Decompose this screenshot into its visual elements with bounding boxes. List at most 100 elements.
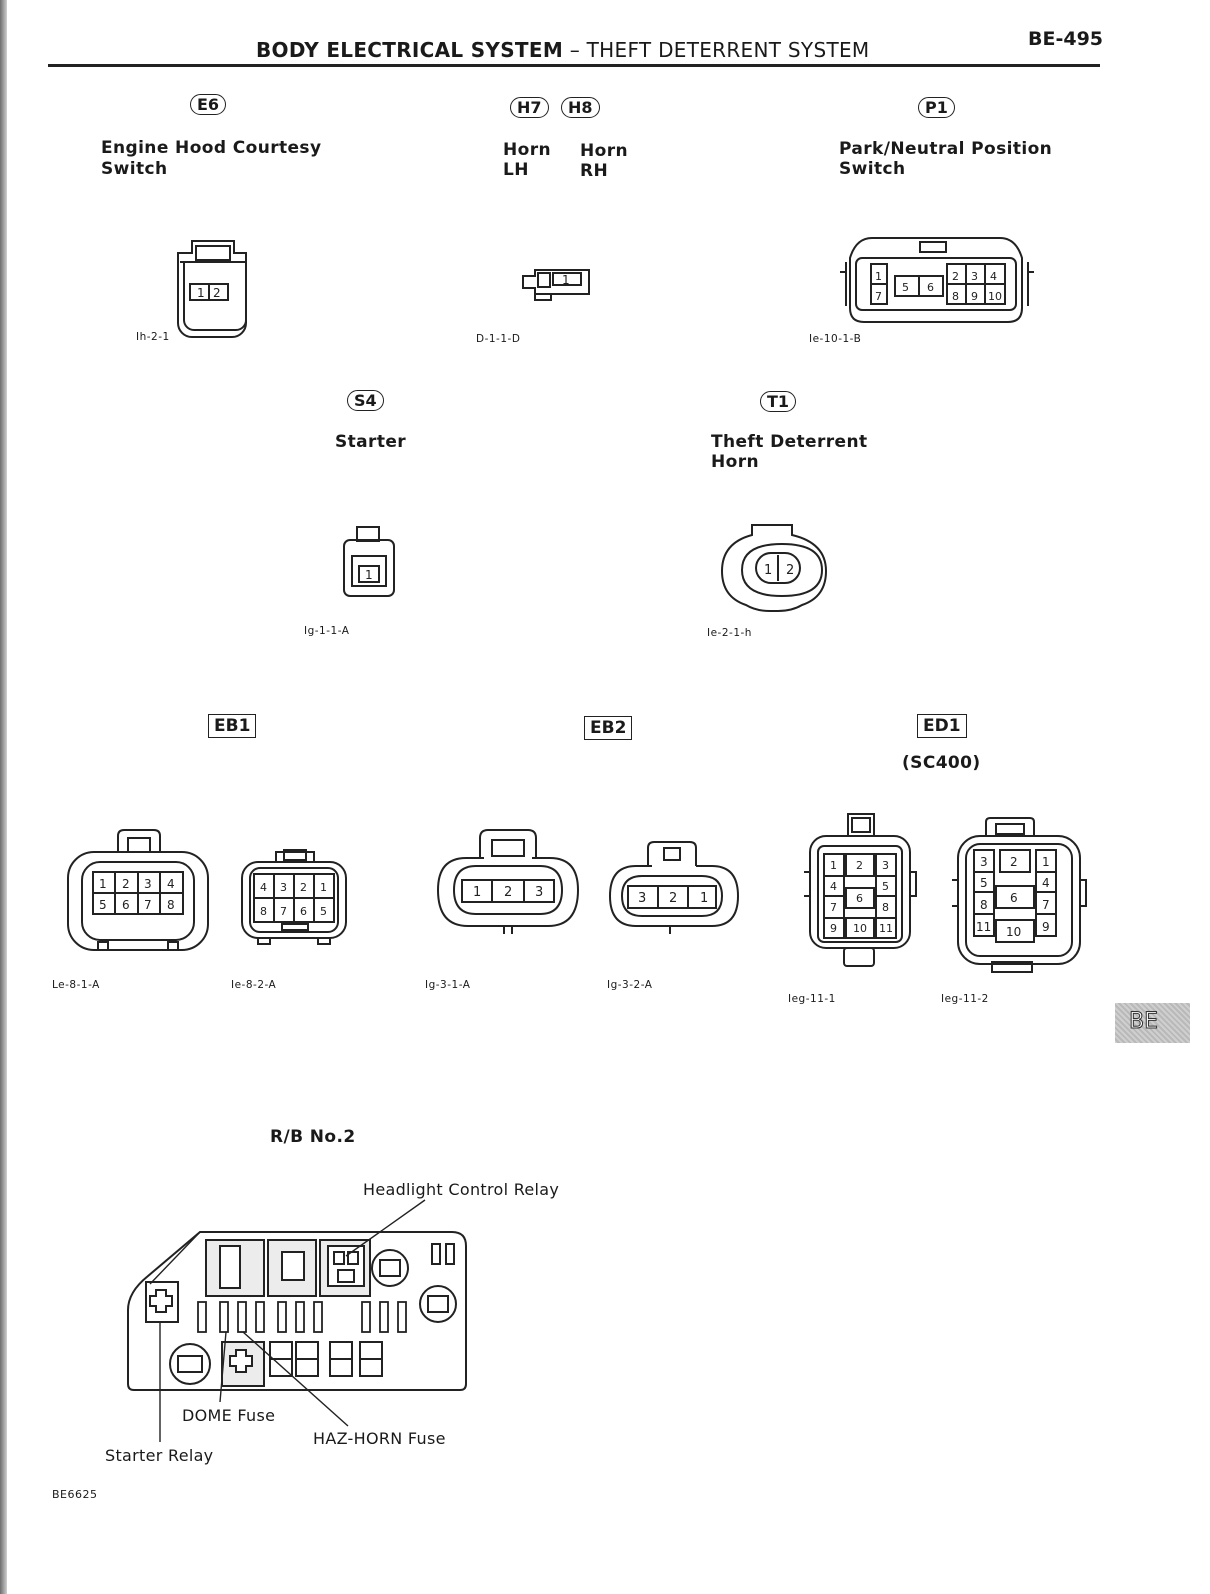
connector-s4-drawing: 1	[343, 526, 395, 597]
page-binding-edge	[0, 0, 7, 1594]
eb1-left-pin-4: 4	[167, 877, 175, 891]
eb1-right-pin-b3: 6	[300, 905, 307, 918]
ed1-right-pin-1: 1	[1042, 855, 1050, 869]
connector-h8-drawing: 1	[522, 269, 590, 301]
eb1-right-pin-a2: 3	[280, 881, 287, 894]
relay-block-title: R/B No.2	[270, 1127, 356, 1147]
eb1-left-pin-6: 6	[122, 898, 130, 912]
eb1-left-pin-1: 1	[99, 877, 107, 891]
t1-pin-2: 2	[786, 563, 794, 578]
code-e6: Ih-2-1	[136, 331, 170, 343]
ed1-right-pin-4: 4	[1042, 876, 1050, 890]
eb1-left-pin-3: 3	[144, 877, 152, 891]
connector-id-s4: S4	[347, 390, 384, 411]
eb2-right-pin-1: 1	[700, 891, 708, 906]
e6-pin-2: 2	[213, 286, 221, 300]
ed1-left-pin-1: 1	[830, 859, 837, 872]
section-tab-label: BE	[1129, 1009, 1159, 1035]
relay-block-drawing	[127, 1199, 467, 1442]
label-ed1-note: (SC400)	[902, 753, 981, 773]
connector-ed1-right-drawing: 3 2 1 5 4 6 8 7 11 10 9	[952, 817, 1087, 973]
label-h8-line2: RH	[580, 161, 609, 181]
callout-haz-horn-fuse: HAZ-HORN Fuse	[313, 1429, 446, 1448]
p1-pin-3: 3	[971, 270, 978, 283]
connector-id-e6: E6	[190, 94, 227, 115]
p1-pin-7: 7	[875, 290, 882, 303]
ed1-left-pin-6: 6	[856, 892, 863, 905]
ed1-right-pin-3: 3	[980, 855, 988, 869]
eb1-left-pin-7: 7	[144, 898, 152, 912]
ed1-right-pin-9: 9	[1042, 920, 1050, 934]
eb2-right-pin-2: 2	[669, 891, 677, 906]
ed1-right-pin-11: 11	[976, 920, 991, 934]
callout-headlight-relay: Headlight Control Relay	[363, 1180, 560, 1199]
eb1-left-pin-8: 8	[167, 898, 175, 912]
ed1-left-pin-11: 11	[879, 922, 893, 935]
p1-pin-4: 4	[990, 270, 997, 283]
code-h8: D-1-1-D	[476, 333, 521, 345]
code-ed1-left: Ieg-11-1	[788, 993, 836, 1005]
p1-pin-10: 10	[988, 290, 1002, 303]
connector-e6-drawing: 1 2	[177, 240, 247, 338]
title-sub: THEFT DETERRENT SYSTEM	[586, 38, 870, 62]
eb1-right-pin-b4: 5	[320, 905, 327, 918]
ed1-left-pin-5: 5	[882, 880, 889, 893]
eb1-right-pin-b2: 7	[280, 905, 287, 918]
connector-id-p1: P1	[918, 97, 955, 118]
label-p1-line1: Park/Neutral Position	[839, 139, 1053, 159]
ed1-left-pin-7: 7	[830, 901, 837, 914]
connector-id-h8: H8	[561, 97, 600, 118]
page-number: BE-495	[1028, 28, 1104, 50]
ed1-left-pin-9: 9	[830, 922, 837, 935]
p1-pin-2: 2	[952, 270, 959, 283]
label-t1-line1: Theft Deterrent	[711, 432, 868, 452]
code-eb1-right: Ie-8-2-A	[231, 979, 277, 991]
ed1-right-pin-5: 5	[980, 876, 988, 890]
section-tab: BE	[1115, 1003, 1190, 1043]
code-p1: Ie-10-1-B	[809, 333, 862, 345]
ed1-left-pin-3: 3	[882, 859, 889, 872]
connector-eb2-left-drawing: 1 2 3	[436, 829, 580, 934]
callout-starter-relay: Starter Relay	[105, 1446, 214, 1465]
eb2-left-pin-2: 2	[504, 885, 512, 900]
eb1-right-pin-a4: 1	[320, 881, 327, 894]
header-rule	[48, 64, 1100, 67]
code-s4: Ig-1-1-A	[304, 625, 350, 637]
code-eb1-left: Le-8-1-A	[52, 979, 100, 991]
connector-id-ed1: ED1	[917, 714, 967, 738]
ed1-right-pin-6: 6	[1010, 891, 1018, 905]
connector-id-t1: T1	[760, 391, 797, 412]
eb2-left-pin-3: 3	[535, 885, 543, 900]
label-h8-line1: Horn	[580, 141, 628, 161]
ed1-left-pin-8: 8	[882, 901, 889, 914]
code-ed1-right: Ieg-11-2	[941, 993, 989, 1005]
label-s4: Starter	[335, 432, 407, 452]
label-h7-line1: Horn	[503, 140, 551, 160]
ed1-left-pin-2: 2	[856, 859, 863, 872]
title-separator: –	[563, 38, 587, 62]
connector-eb1-left-drawing: 1 2 3 4 5 6 7 8	[67, 829, 209, 951]
connector-id-h7: H7	[510, 97, 549, 118]
p1-pin-1: 1	[875, 270, 882, 283]
ed1-right-pin-10: 10	[1006, 925, 1021, 939]
label-e6-line1: Engine Hood Courtesy	[101, 138, 322, 158]
p1-pin-8: 8	[952, 290, 959, 303]
connector-p1-drawing: 1 2 3 4 5 6 7 8 9 10	[840, 237, 1034, 323]
eb1-right-pin-a1: 4	[260, 881, 267, 894]
e6-pin-1: 1	[197, 286, 205, 300]
p1-pin-5: 5	[902, 281, 909, 294]
p1-pin-6: 6	[927, 281, 934, 294]
connector-eb1-right-drawing: 4 3 2 1 8 7 6 5	[241, 849, 347, 945]
callout-dome-fuse: DOME Fuse	[182, 1406, 276, 1425]
ed1-right-pin-2: 2	[1010, 855, 1018, 869]
eb1-right-pin-b1: 8	[260, 905, 267, 918]
connector-eb2-right-drawing: 3 2 1	[608, 841, 740, 934]
eb1-left-pin-2: 2	[122, 877, 130, 891]
ed1-left-pin-4: 4	[830, 880, 837, 893]
ed1-right-pin-7: 7	[1042, 898, 1050, 912]
code-t1: Ie-2-1-h	[707, 627, 752, 639]
eb1-left-pin-5: 5	[99, 898, 107, 912]
s4-pin-1: 1	[365, 568, 373, 582]
connector-ed1-left-drawing: 1 2 3 4 5 6 7 8 9 10 11	[804, 813, 917, 967]
